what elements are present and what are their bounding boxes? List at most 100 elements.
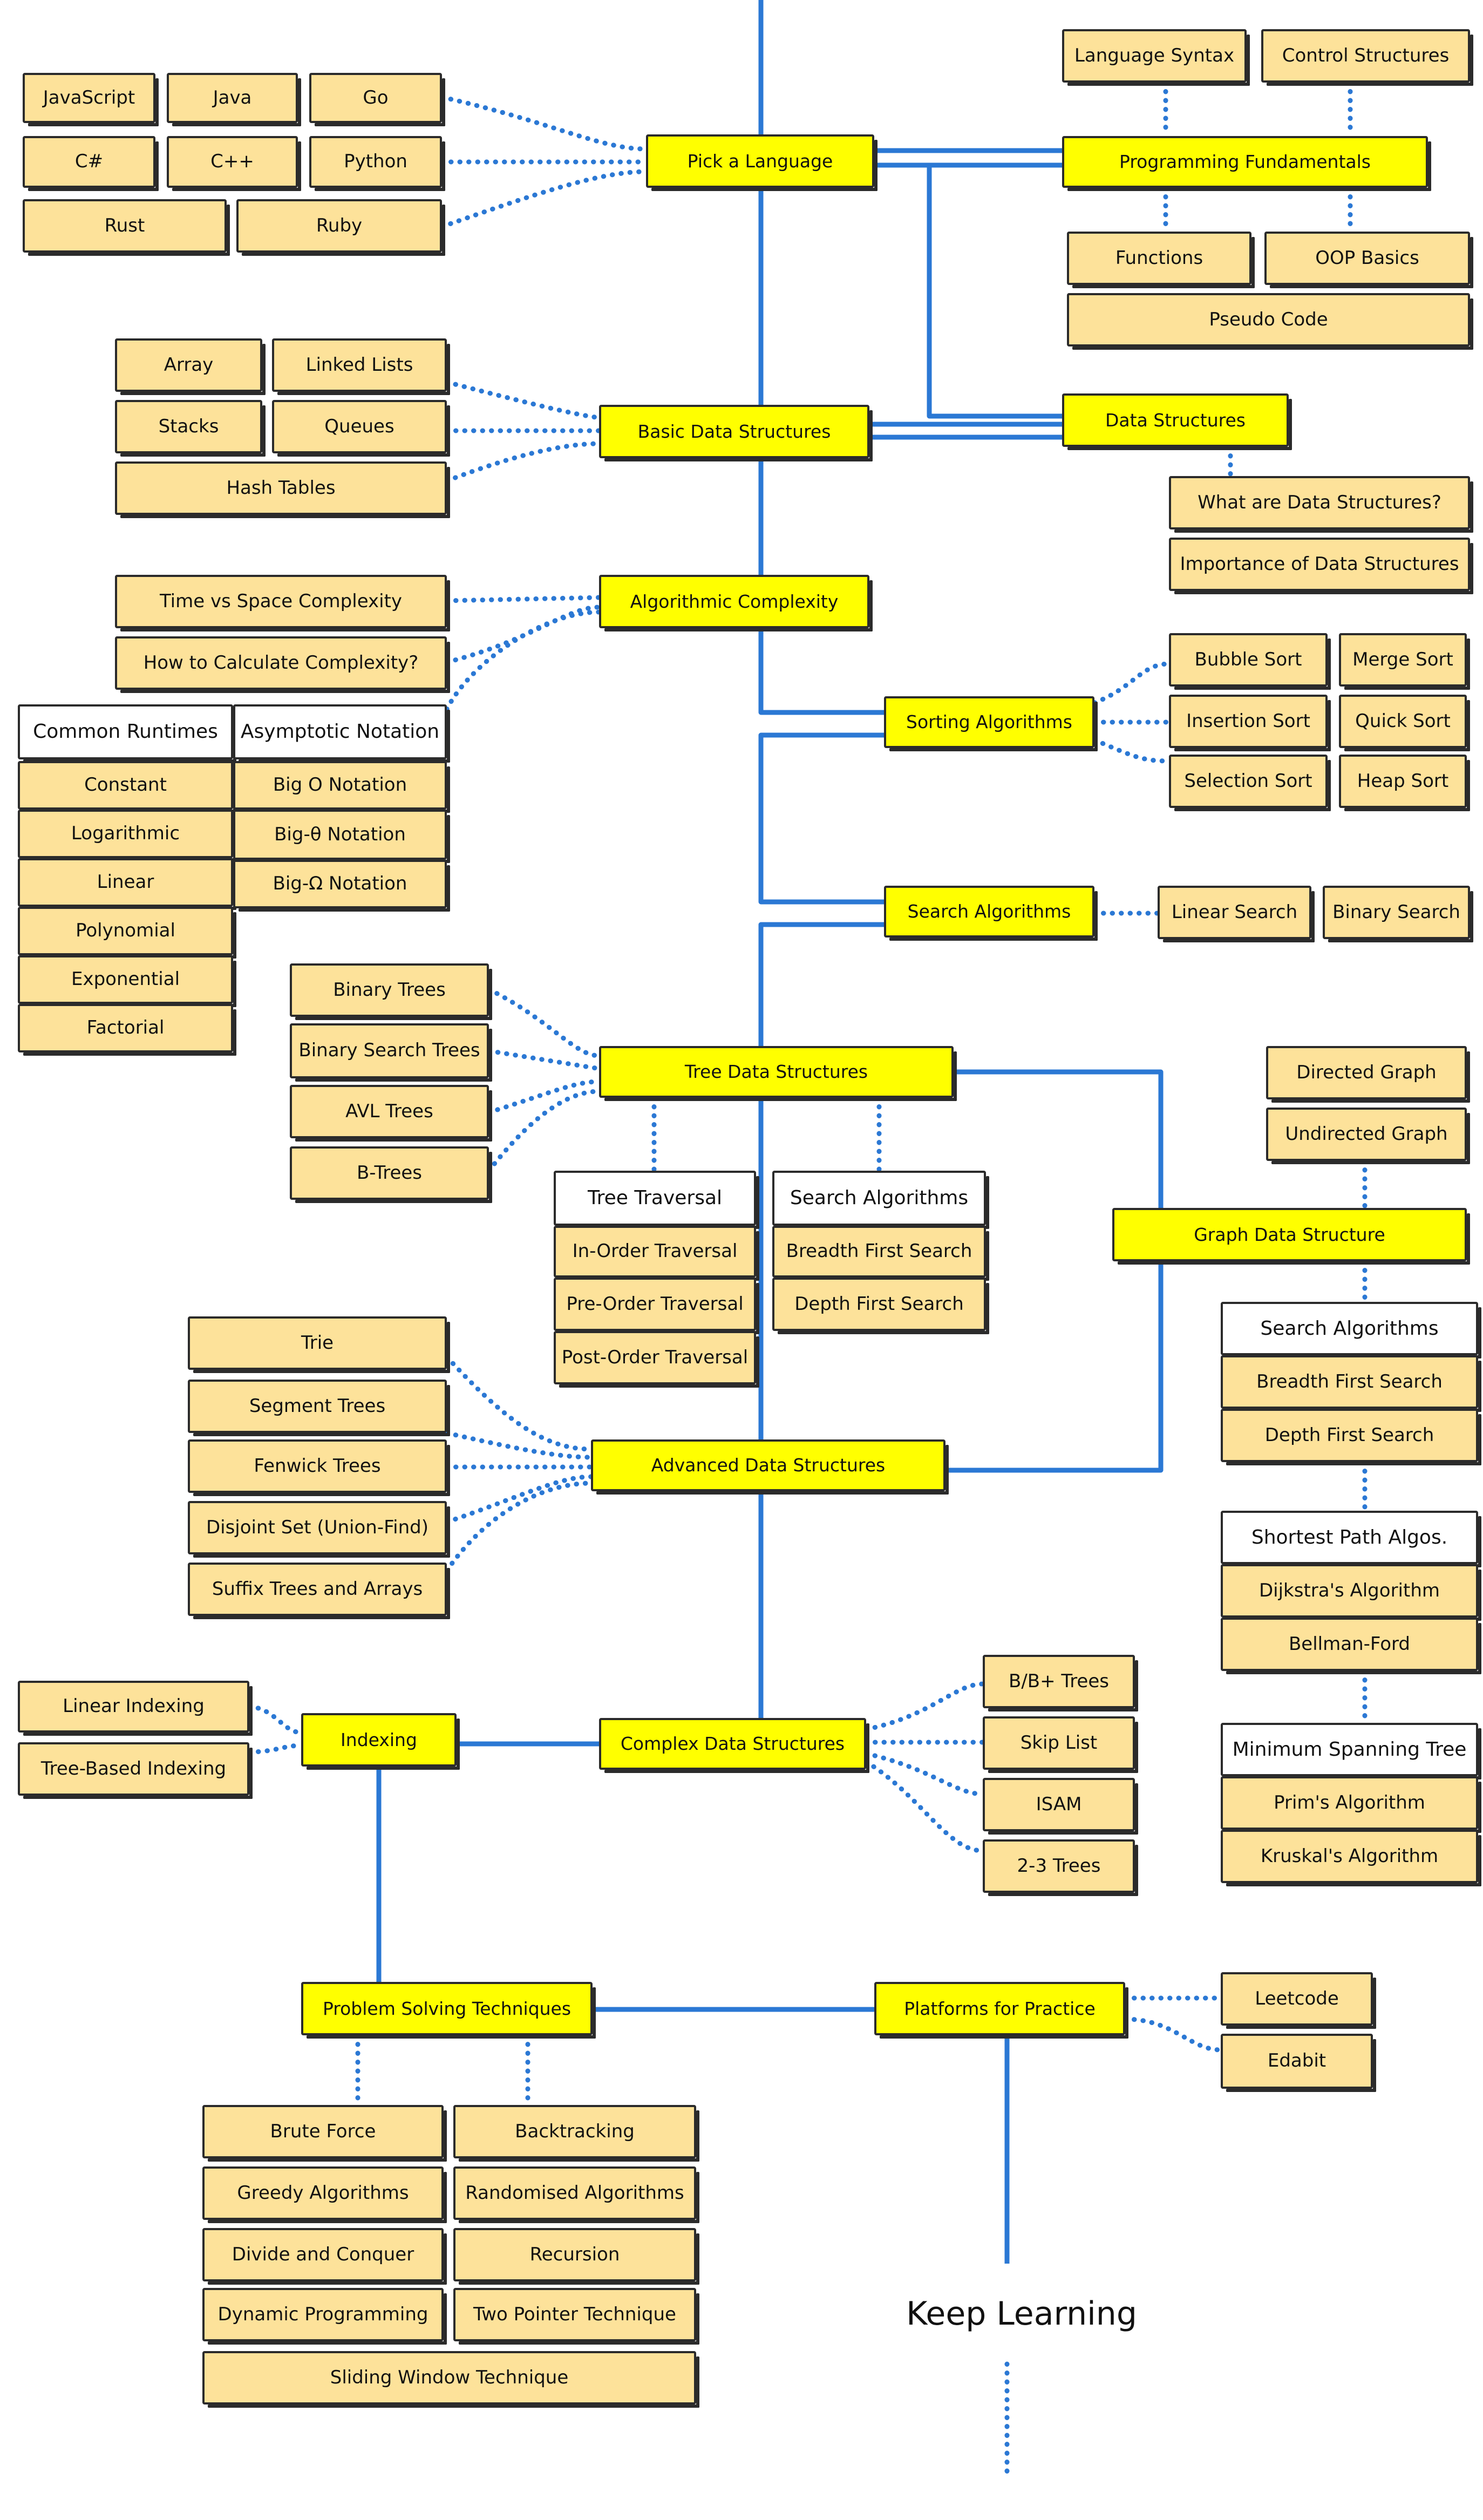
node-graph-bfs[interactable]: Breadth First Search [1221, 1355, 1481, 1412]
node-trie[interactable]: Trie [188, 1316, 450, 1373]
node-common-runtimes[interactable]: Common Runtimes [18, 704, 236, 763]
node-search-algorithms-main[interactable]: Search Algorithms [884, 886, 1098, 941]
node-in-order[interactable]: In-Order Traversal [554, 1226, 759, 1281]
node-randomised[interactable]: Randomised Algorithms [453, 2166, 699, 2223]
node-insertion-sort[interactable]: Insertion Sort [1169, 695, 1331, 751]
node-tree-based-indexing[interactable]: Tree-Based Indexing [18, 1742, 253, 1799]
node-segment-trees[interactable]: Segment Trees [188, 1380, 450, 1436]
node-linear[interactable]: Linear [18, 858, 236, 910]
node-fenwick-trees[interactable]: Fenwick Trees [188, 1439, 450, 1496]
node-javascript[interactable]: JavaScript [23, 73, 159, 126]
node-control-structures[interactable]: Control Structures [1261, 29, 1473, 86]
node-merge-sort[interactable]: Merge Sort [1339, 633, 1470, 690]
node-brute-force[interactable]: Brute Force [202, 2105, 447, 2162]
node-array[interactable]: Array [115, 338, 266, 395]
node-suffix-trees[interactable]: Suffix Trees and Arrays [188, 1563, 450, 1619]
node-recursion[interactable]: Recursion [453, 2228, 699, 2285]
node-java[interactable]: Java [167, 73, 301, 126]
node-language-syntax[interactable]: Language Syntax [1062, 29, 1250, 86]
node-sorting-algorithms[interactable]: Sorting Algorithms [884, 696, 1098, 751]
node-bellman-ford[interactable]: Bellman-Ford [1221, 1618, 1481, 1674]
node-rust[interactable]: Rust [23, 199, 230, 256]
node-graph-search-algos[interactable]: Search Algorithms [1221, 1302, 1481, 1359]
node-mst[interactable]: Minimum Spanning Tree [1221, 1723, 1481, 1779]
node-b-trees[interactable]: B-Trees [290, 1146, 492, 1203]
node-undirected-graph[interactable]: Undirected Graph [1266, 1108, 1470, 1164]
node-edabit[interactable]: Edabit [1221, 2034, 1376, 2092]
node-csharp[interactable]: C# [23, 136, 159, 191]
node-binary-search[interactable]: Binary Search [1323, 886, 1473, 942]
node-queues[interactable]: Queues [272, 400, 450, 457]
node-functions[interactable]: Functions [1067, 232, 1255, 288]
node-heap-sort[interactable]: Heap Sort [1339, 755, 1470, 811]
node-two-three-trees[interactable]: 2-3 Trees [983, 1839, 1138, 1896]
node-platforms[interactable]: Platforms for Practice [874, 1982, 1128, 2039]
node-logarithmic[interactable]: Logarithmic [18, 810, 236, 861]
node-ruby[interactable]: Ruby [236, 199, 445, 256]
node-polynomial[interactable]: Polynomial [18, 907, 236, 959]
node-bb-trees[interactable]: B/B+ Trees [983, 1655, 1138, 1711]
node-tree-search-algos[interactable]: Search Algorithms [772, 1171, 989, 1229]
node-tree-dfs[interactable]: Depth First Search [772, 1278, 989, 1334]
node-shortest-path[interactable]: Shortest Path Algos. [1221, 1511, 1481, 1567]
node-directed-graph[interactable]: Directed Graph [1266, 1046, 1470, 1103]
node-binary-trees[interactable]: Binary Trees [290, 963, 492, 1020]
node-constant[interactable]: Constant [18, 761, 236, 813]
node-python[interactable]: Python [309, 136, 445, 191]
node-pseudo-code[interactable]: Pseudo Code [1067, 293, 1473, 350]
node-stacks[interactable]: Stacks [115, 400, 266, 457]
node-big-theta[interactable]: Big-θ Notation [233, 810, 450, 863]
node-tree-traversal[interactable]: Tree Traversal [554, 1171, 759, 1229]
node-bubble-sort[interactable]: Bubble Sort [1169, 633, 1331, 690]
node-tree-ds[interactable]: Tree Data Structures [599, 1046, 957, 1101]
node-disjoint-set[interactable]: Disjoint Set (Union-Find) [188, 1501, 450, 1558]
node-graph-dfs[interactable]: Depth First Search [1221, 1409, 1481, 1465]
node-indexing[interactable]: Indexing [301, 1713, 460, 1770]
node-avl-trees[interactable]: AVL Trees [290, 1085, 492, 1142]
node-problem-solving[interactable]: Problem Solving Techniques [301, 1982, 596, 2039]
node-linear-search[interactable]: Linear Search [1158, 886, 1315, 942]
node-two-pointer[interactable]: Two Pointer Technique [453, 2288, 699, 2345]
node-pick-language[interactable]: Pick a Language [646, 134, 877, 191]
node-big-omega[interactable]: Big-Ω Notation [233, 860, 450, 912]
node-tree-bfs[interactable]: Breadth First Search [772, 1226, 989, 1281]
node-linked-lists[interactable]: Linked Lists [272, 338, 450, 395]
node-post-order[interactable]: Post-Order Traversal [554, 1331, 759, 1388]
node-basic-ds[interactable]: Basic Data Structures [599, 405, 873, 461]
node-quick-sort[interactable]: Quick Sort [1339, 695, 1470, 751]
node-big-o[interactable]: Big O Notation [233, 761, 450, 813]
node-sliding-window[interactable]: Sliding Window Technique [202, 2351, 699, 2408]
node-bst[interactable]: Binary Search Trees [290, 1023, 492, 1082]
node-advanced-ds[interactable]: Advanced Data Structures [591, 1439, 949, 1495]
node-asymptotic-notation[interactable]: Asymptotic Notation [233, 704, 450, 763]
node-factorial[interactable]: Factorial [18, 1004, 236, 1056]
node-leetcode[interactable]: Leetcode [1221, 1972, 1376, 2029]
node-divide-conquer[interactable]: Divide and Conquer [202, 2228, 447, 2285]
node-kruskal[interactable]: Kruskal's Algorithm [1221, 1830, 1481, 1886]
node-pre-order[interactable]: Pre-Order Traversal [554, 1278, 759, 1334]
node-algorithmic-complexity[interactable]: Algorithmic Complexity [599, 575, 873, 631]
node-hash-tables[interactable]: Hash Tables [115, 461, 450, 518]
node-data-structures[interactable]: Data Structures [1062, 393, 1292, 450]
dotted-connector-33 [247, 1704, 304, 1735]
node-cpp[interactable]: C++ [167, 136, 301, 191]
node-go[interactable]: Go [309, 73, 445, 126]
node-how-to-calc[interactable]: How to Calculate Complexity? [115, 636, 450, 693]
node-exponential[interactable]: Exponential [18, 955, 236, 1007]
node-prim[interactable]: Prim's Algorithm [1221, 1776, 1481, 1833]
node-oop-basics[interactable]: OOP Basics [1264, 232, 1473, 288]
node-time-vs-space[interactable]: Time vs Space Complexity [115, 575, 450, 631]
node-programming-fundamentals[interactable]: Programming Fundamentals [1062, 136, 1431, 191]
node-backtracking[interactable]: Backtracking [453, 2105, 699, 2162]
node-dijkstra[interactable]: Dijkstra's Algorithm [1221, 1564, 1481, 1621]
node-dynamic-programming[interactable]: Dynamic Programming [202, 2288, 447, 2345]
node-isam[interactable]: ISAM [983, 1778, 1138, 1835]
node-graph-ds[interactable]: Graph Data Structure [1112, 1208, 1470, 1265]
node-what-are-ds[interactable]: What are Data Structures? [1169, 476, 1473, 533]
node-complex-ds[interactable]: Complex Data Structures [599, 1718, 869, 1773]
node-importance-ds[interactable]: Importance of Data Structures [1169, 538, 1473, 594]
node-greedy[interactable]: Greedy Algorithms [202, 2166, 447, 2223]
node-selection-sort[interactable]: Selection Sort [1169, 755, 1331, 811]
node-skip-list[interactable]: Skip List [983, 1716, 1138, 1773]
node-linear-indexing[interactable]: Linear Indexing [18, 1681, 253, 1736]
